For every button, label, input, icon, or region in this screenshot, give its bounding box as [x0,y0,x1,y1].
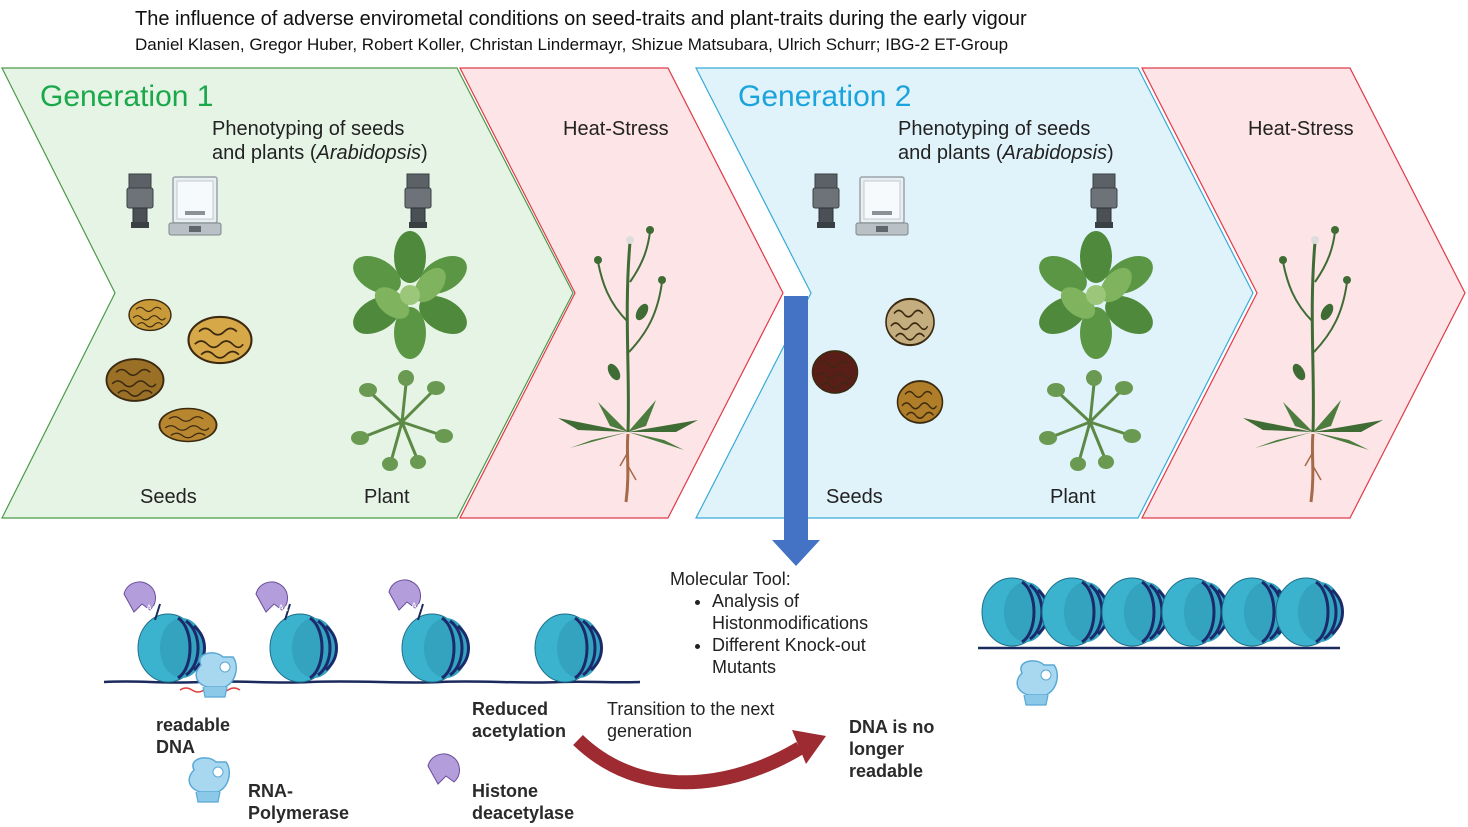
nucleosome [980,576,1050,648]
molecular-tool-item: Analysis of Histonmodifications [712,590,912,634]
heat-stress1-chevron [459,67,784,519]
generation2-phenotyping-line1: Phenotyping of seeds [898,118,1091,140]
molecular-tool-arrow [772,296,820,566]
molecular-tool-list: Analysis of Histonmodifications Differen… [670,590,912,678]
nucleosome [268,612,338,684]
nucleosome [1040,576,1110,648]
rna-polymerase-image [1016,660,1059,706]
transition-arrow [573,730,826,790]
nucleosome [1100,576,1170,648]
seed-image [187,315,253,365]
acetyl-tag: Ac [278,603,289,613]
seed-image [811,350,859,394]
generation2-title: Generation 2 [738,80,912,113]
seed-image [158,407,218,443]
generation1-phenotyping-line1: Phenotyping of seeds [212,118,405,140]
acetyl-tag: Ac [146,603,157,613]
molecular-tool-box: Molecular Tool: Analysis of Histonmodifi… [670,568,912,678]
dna-not-readable-label: DNA is no longer readable [849,717,935,781]
generation1-phenotyping-line2: and plants (Arabidopsis) [212,142,428,164]
generation2-phenotyping-line2: and plants (Arabidopsis) [898,142,1114,164]
nucleosome [400,612,470,684]
seed-image [128,298,172,332]
nucleosome [1160,576,1230,648]
generation2-plant-label: Plant [1050,486,1096,508]
balance-icon [855,176,909,236]
seed-image [884,297,936,347]
nucleosome [1274,576,1344,648]
acetyl-tether [154,603,161,621]
nucleosome [533,612,603,684]
molecular-tool-item: Different Knock-out Mutants [712,634,912,678]
nucleosome [136,612,206,684]
heat-stress2-label: Heat-Stress [1248,118,1354,140]
molecular-tool-heading: Molecular Tool: [670,569,791,589]
histone-deacetylase-legend-icon [427,753,461,785]
acetyl-tether [417,603,424,621]
generation2-seeds-label: Seeds [826,486,883,508]
acetyl-tag: Ac [411,601,422,611]
generation1-seeds-label: Seeds [140,486,197,508]
generation1-title: Generation 1 [40,80,214,113]
acetyl-tether [284,603,291,621]
rna-polymerase-legend-icon [188,757,231,803]
diagram-title: The influence of adverse envirometal con… [135,8,1027,30]
histone-deacetylase-label: Histone deacetylase [472,781,575,823]
seed-image [105,358,165,402]
generation1-plant-label: Plant [364,486,410,508]
seed-image [896,380,944,424]
heat-stress1-label: Heat-Stress [563,118,669,140]
balance-icon [168,176,222,236]
rna-polymerase-label: RNA-Polymerase [248,781,350,823]
authors-line: Daniel Klasen, Gregor Huber, Robert Koll… [135,35,1009,54]
readable-dna-label: readable DNA [156,715,231,757]
transition-label: Transition to the next generation [607,699,775,741]
reduced-acetylation-label: Reduced acetylation [472,699,567,741]
heat-stress2-chevron [1141,67,1466,519]
